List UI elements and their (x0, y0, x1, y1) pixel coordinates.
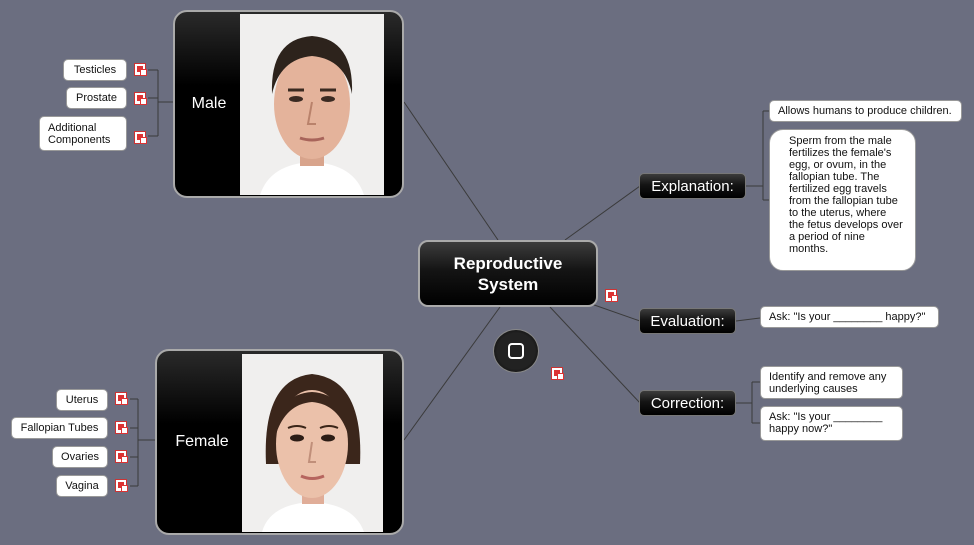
female-item-uterus[interactable]: Uterus (56, 389, 108, 411)
central-topic-line1: Reproductive (453, 253, 563, 273)
note-icon[interactable] (115, 450, 128, 463)
correction-topic[interactable]: Correction: (639, 390, 736, 416)
note-icon[interactable] (134, 63, 147, 76)
male-topic[interactable]: Male (173, 10, 404, 198)
note-icon[interactable] (134, 92, 147, 105)
female-face-image (242, 354, 383, 532)
male-item-testicles[interactable]: Testicles (63, 59, 127, 81)
central-topic[interactable]: Reproductive System (418, 240, 598, 307)
explanation-item-purpose[interactable]: Allows humans to produce children. (769, 100, 962, 122)
note-icon[interactable] (115, 479, 128, 492)
correction-item-identify[interactable]: Identify and remove any underlying cause… (760, 366, 903, 399)
note-icon[interactable] (134, 131, 147, 144)
explanation-topic[interactable]: Explanation: (639, 173, 746, 199)
male-face-image (240, 14, 384, 195)
male-item-prostate[interactable]: Prostate (66, 87, 127, 109)
female-topic[interactable]: Female (155, 349, 404, 535)
note-icon[interactable] (115, 421, 128, 434)
explanation-item-process[interactable]: Sperm from the male fertilizes the femal… (769, 129, 916, 271)
note-icon[interactable] (551, 367, 564, 380)
female-item-ovaries[interactable]: Ovaries (52, 446, 108, 468)
central-topic-line2: System (477, 274, 539, 294)
correction-item-ask[interactable]: Ask: "Is your ________ happy now?" (760, 406, 903, 441)
female-item-vagina[interactable]: Vagina (56, 475, 108, 497)
male-item-additional[interactable]: Additional Components (39, 116, 127, 151)
female-item-fallopian-tubes[interactable]: Fallopian Tubes (11, 417, 108, 439)
female-label: Female (175, 433, 229, 450)
square-icon (508, 343, 524, 359)
note-icon[interactable] (115, 392, 128, 405)
evaluation-topic[interactable]: Evaluation: (639, 308, 736, 334)
male-label: Male (191, 95, 227, 112)
note-icon[interactable] (605, 289, 618, 302)
floating-topic[interactable] (493, 329, 539, 373)
evaluation-item-ask[interactable]: Ask: "Is your ________ happy?" (760, 306, 939, 328)
